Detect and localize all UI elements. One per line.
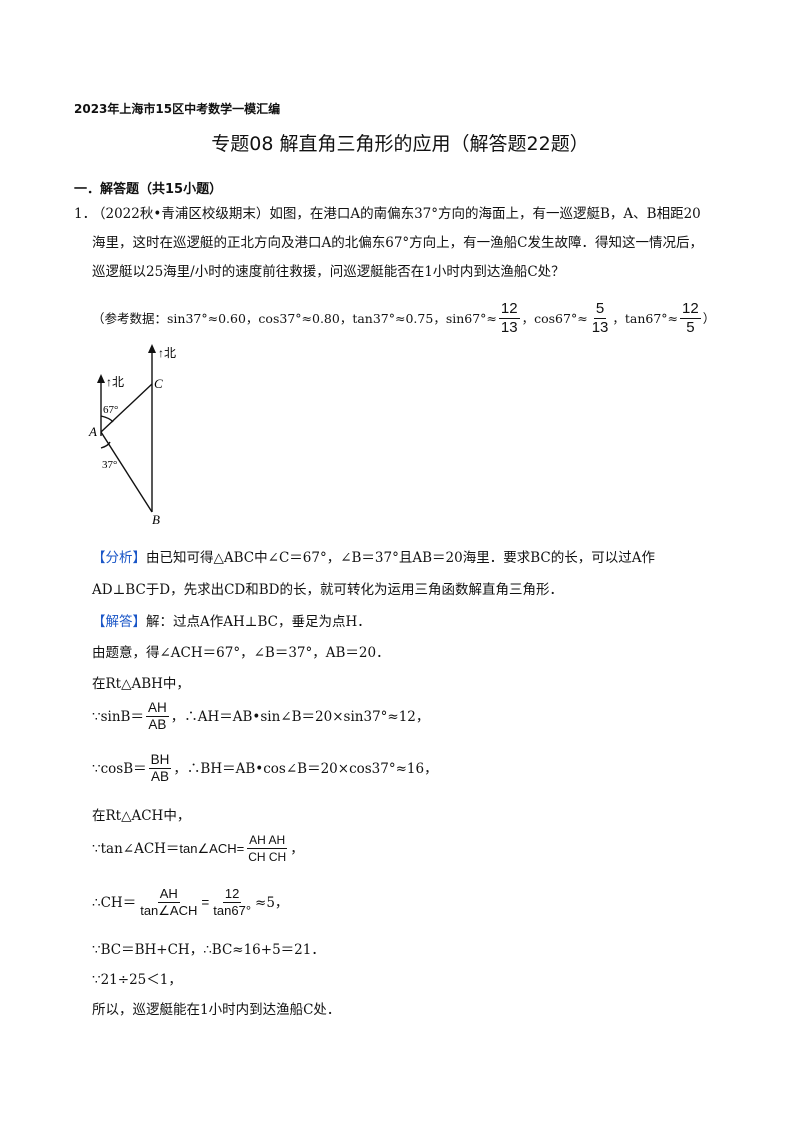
tan67-numerator: 12 bbox=[680, 300, 701, 319]
ch-suffix: ≈5， bbox=[255, 894, 289, 911]
cos67-numerator: 5 bbox=[593, 300, 607, 319]
sin-denominator: AB bbox=[148, 717, 167, 732]
tan67-denominator: 5 bbox=[686, 319, 695, 336]
ch-fraction-1: AH tan∠ACH bbox=[138, 886, 199, 919]
solution-tag: 【解答】 bbox=[92, 614, 146, 630]
cos67-fraction: 5 13 bbox=[590, 300, 611, 337]
analysis-tag: 【分析】 bbox=[92, 550, 146, 566]
tan-suffix: ， bbox=[290, 840, 304, 857]
tan-fraction: AH AH CH CH bbox=[246, 832, 288, 865]
solution-line-2: 由题意，得∠ACH＝67°，∠B＝37°，AB＝20． bbox=[92, 645, 390, 661]
solution-line-10: ∵21÷25＜1， bbox=[92, 972, 182, 988]
sin-suffix: ，∴AH＝AB•sin∠B＝20×sin37°≈12， bbox=[170, 708, 430, 725]
tan-denominator: CH CH bbox=[248, 850, 287, 864]
segment-ac bbox=[100, 383, 153, 433]
ch-numerator-1: AH bbox=[157, 886, 180, 903]
reference-data: （参考数据：sin37°≈0.60，cos37°≈0.80，tan37°≈0.7… bbox=[92, 300, 715, 337]
ch-equals: = bbox=[201, 894, 210, 910]
sin-fraction: AH AB bbox=[145, 700, 169, 733]
tan-prefix: ∵tan∠ACH＝ bbox=[92, 840, 180, 857]
sin67-numerator: 12 bbox=[498, 300, 520, 319]
sin67-denominator: 13 bbox=[500, 319, 518, 336]
section-heading: 一．解答题（共15小题） bbox=[74, 182, 223, 197]
question-number: 1． bbox=[74, 206, 97, 222]
reference-close: ） bbox=[702, 310, 716, 326]
analysis-text-1: 由已知可得△ABC中∠C＝67°，∠B＝37°且AB＝20海里．要求BC的长，可… bbox=[146, 550, 655, 566]
question-line-2: 海里，这时在巡逻艇的正北方向及港口A的北偏东67°方向上，有一渔船C发生故障．得… bbox=[92, 235, 704, 251]
solution-line-6: 在Rt△ACH中， bbox=[92, 808, 191, 824]
ch-fraction-2: 12 tan67° bbox=[211, 886, 253, 919]
series-title: 2023年上海市15区中考数学一模汇编 bbox=[74, 102, 281, 116]
solution-line-3: 在Rt△ABH中， bbox=[92, 676, 190, 692]
angle-arc-67 bbox=[100, 415, 114, 423]
sin-numerator: AH bbox=[145, 700, 169, 717]
tan67-fraction: 12 5 bbox=[680, 300, 701, 337]
sin67-fraction: 12 13 bbox=[498, 300, 520, 337]
ch-denominator-1: tan∠ACH bbox=[140, 903, 198, 918]
reference-tan67: ，tan67°≈ bbox=[612, 310, 679, 326]
north-label-a: ↑北 bbox=[106, 375, 124, 389]
segment-ab bbox=[100, 431, 153, 513]
sin-prefix: ∵sinB＝ bbox=[92, 708, 144, 725]
angle-arc-37 bbox=[100, 441, 111, 449]
solution-ch-line: ∴CH＝ AH tan∠ACH = 12 tan67° ≈5， bbox=[92, 886, 288, 919]
cos-suffix: ，∴BH＝AB•cos∠B＝20×cos37°≈16， bbox=[173, 760, 438, 777]
analysis-line-1: 【分析】由已知可得△ABC中∠C＝67°，∠B＝37°且AB＝20海里．要求BC… bbox=[92, 548, 655, 568]
angle-37-label: 37° bbox=[102, 459, 117, 471]
ch-denominator-2: tan67° bbox=[213, 903, 252, 918]
geometry-figure: ↑北 ↑北 C A B 67° 37° bbox=[88, 344, 176, 527]
north-arrow-c bbox=[148, 344, 156, 353]
solution-text-1: 解：过点A作AH⊥BC，垂足为点H． bbox=[146, 614, 371, 630]
question-line-1: （2022秋•青浦区校级期末）如图，在港口A的南偏东37°方向的海面上，有一巡逻… bbox=[92, 206, 701, 222]
ch-numerator-2: 12 bbox=[222, 886, 242, 903]
solution-cos-line: ∵cosB＝ BH AB ，∴BH＝AB•cos∠B＝20×cos37°≈16， bbox=[92, 752, 438, 785]
point-a-label: A bbox=[88, 424, 97, 439]
north-arrow-a bbox=[97, 374, 105, 383]
point-c-label: C bbox=[154, 376, 163, 391]
solution-tan-line: ∵tan∠ACH＝ tan∠ACH= AH AH CH CH ， bbox=[92, 832, 304, 865]
page-title: 专题08 解直角三角形的应用（解答题22题） bbox=[211, 133, 589, 155]
solution-line-9: ∵BC＝BH+CH，∴BC≈16+5＝21． bbox=[92, 942, 325, 958]
analysis-line-2: AD⊥BC于D，先求出CD和BD的长，就可转化为运用三角函数解直角三角形． bbox=[92, 582, 563, 598]
cos-numerator: BH bbox=[148, 752, 172, 769]
solution-sin-line: ∵sinB＝ AH AB ，∴AH＝AB•sin∠B＝20×sin37°≈12， bbox=[92, 700, 429, 733]
cos67-denominator: 13 bbox=[591, 319, 609, 336]
tan-expression: tan∠ACH= bbox=[179, 840, 245, 856]
north-label-c: ↑北 bbox=[158, 346, 176, 360]
tan-numerator: AH AH bbox=[247, 833, 288, 849]
solution-line-1: 【解答】解：过点A作AH⊥BC，垂足为点H． bbox=[92, 612, 371, 632]
cos-denominator: AB bbox=[151, 769, 170, 784]
point-b-label: B bbox=[152, 512, 160, 527]
cos-prefix: ∵cosB＝ bbox=[92, 760, 147, 777]
ch-prefix: ∴CH＝ bbox=[92, 894, 137, 911]
reference-cos67: ，cos67°≈ bbox=[521, 310, 588, 326]
reference-prefix: （参考数据：sin37°≈0.60，cos37°≈0.80，tan37°≈0.7… bbox=[92, 310, 497, 326]
question-line-3: 巡逻艇以25海里/小时的速度前往救援，问巡逻艇能否在1小时内到达渔船C处？ bbox=[92, 264, 565, 280]
cos-fraction: BH AB bbox=[148, 752, 172, 785]
angle-67-label: 67° bbox=[103, 404, 118, 416]
solution-line-11: 所以，巡逻艇能在1小时内到达渔船C处． bbox=[92, 1002, 341, 1018]
